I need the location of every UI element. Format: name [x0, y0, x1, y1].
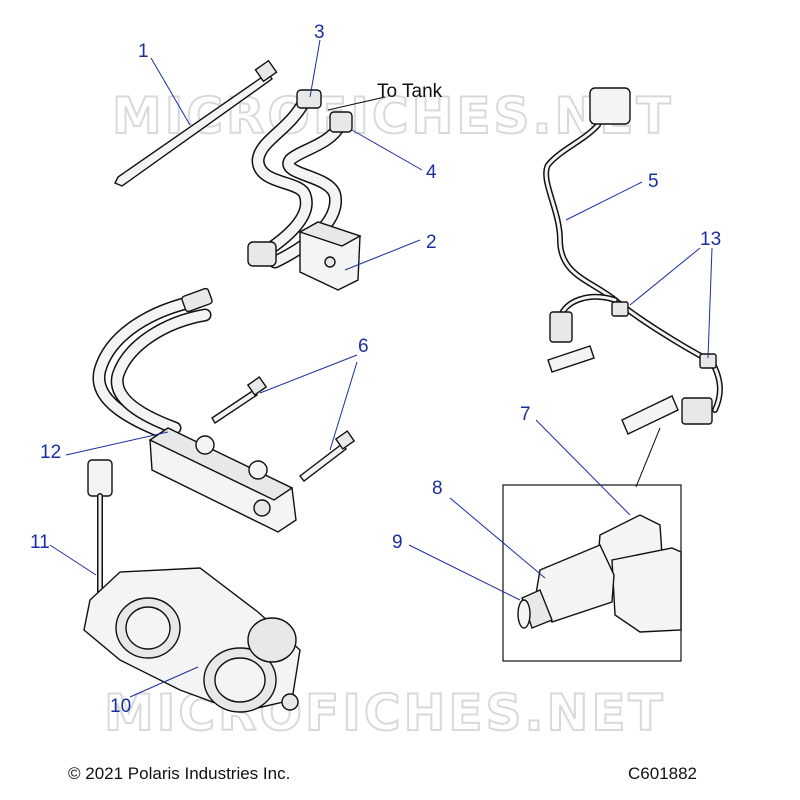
callout-8: 8 — [432, 478, 443, 499]
throttle-body-part — [83, 567, 301, 713]
callout-12: 12 — [40, 442, 61, 463]
callout-5: 5 — [648, 171, 659, 192]
callout-3: 3 — [314, 22, 325, 43]
callout-10: 10 — [110, 696, 131, 717]
callout-13: 13 — [700, 229, 721, 250]
fuel-rail-part — [92, 287, 297, 533]
callout-11: 11 — [30, 532, 50, 553]
callout-7: 7 — [520, 404, 531, 425]
diagram-code: C601882 — [628, 764, 698, 783]
wiring-harness-part — [543, 87, 723, 435]
callout-6: 6 — [358, 336, 369, 357]
callout-labels: 1 3 4 2 5 13 6 7 8 9 12 11 10 To Tank — [30, 22, 721, 717]
sensor-part — [87, 459, 113, 603]
callout-2: 2 — [426, 232, 437, 253]
callout-4: 4 — [426, 162, 437, 183]
mounting-block-part — [298, 221, 362, 291]
to-tank-label: To Tank — [377, 81, 443, 102]
leader-lines — [49, 39, 713, 698]
callout-1: 1 — [138, 41, 149, 62]
copyright-text: © 2021 Polaris Industries Inc. — [68, 764, 291, 783]
cable-tie-part — [114, 59, 278, 187]
bolts-part — [211, 376, 356, 482]
watermark-top: MICROFICHES.NET — [112, 87, 674, 145]
callout-9: 9 — [392, 532, 403, 553]
injector-detail-view — [502, 484, 682, 662]
